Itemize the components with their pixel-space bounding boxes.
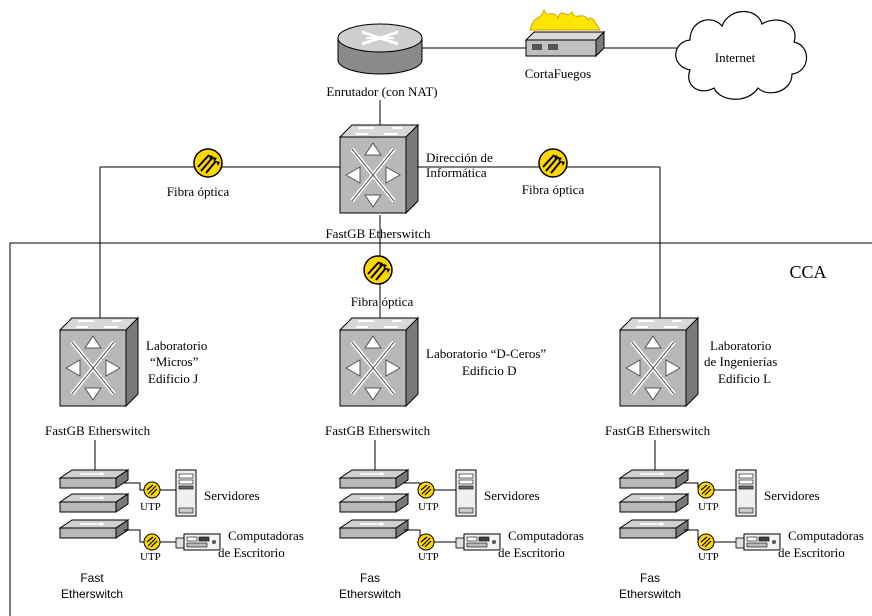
building-micros: Laboratorio “Micros” Edificio J FastGB E… <box>45 316 304 601</box>
desktops-label-line1: Computadoras <box>788 528 864 543</box>
connection-lines <box>9 47 872 616</box>
core-label-line1: Dirección de <box>426 150 493 165</box>
desktops-label-line2: de Escritorio <box>498 545 565 560</box>
firewall-label: CortaFuegos <box>525 66 591 81</box>
server-icon <box>175 469 197 517</box>
fiber-coupler-center-icon <box>363 255 393 285</box>
desktop-pc-icon <box>455 533 501 551</box>
desktops-label-line1: Computadoras <box>228 528 304 543</box>
building-label-line: Edificio J <box>148 371 198 386</box>
stack-switch <box>59 469 129 489</box>
lab-switch-caption: FastGB Etherswitch <box>325 423 431 438</box>
building-label-line: Laboratorio <box>146 338 207 353</box>
desktop-pc-icon <box>735 533 781 551</box>
desktops-label-line1: Computadoras <box>508 528 584 543</box>
stack-label-line2: Etherswitch <box>339 587 401 601</box>
stack-label-line1: Fast <box>80 571 104 585</box>
utp-coupler-icon <box>143 481 161 499</box>
utp-label: UTP <box>698 501 719 513</box>
core-label-line2: Informática <box>426 165 487 180</box>
firewall <box>524 8 606 58</box>
utp-label: UTP <box>140 501 161 513</box>
building-label-line: Edificio D <box>462 363 517 378</box>
fiber-right-label: Fibra óptica <box>522 182 585 197</box>
utp-coupler-icon <box>697 533 715 551</box>
campus-label: CCA <box>789 262 826 282</box>
fiber-center-label: Fibra óptica <box>351 294 414 309</box>
stack-label-line1: Fas <box>640 571 660 585</box>
lab-switch-caption: FastGB Etherswitch <box>45 423 151 438</box>
router-label: Enrutador (con NAT) <box>326 84 437 99</box>
utp-label: UTP <box>418 551 439 563</box>
building-label-line: “Micros” <box>150 354 199 369</box>
router <box>337 23 423 75</box>
stack-switch <box>339 493 409 513</box>
stack-switch <box>619 519 689 539</box>
utp-coupler-icon <box>697 481 715 499</box>
desktops-label-line2: de Escritorio <box>218 545 285 560</box>
servers-label: Servidores <box>204 488 260 503</box>
building-d-ceros: Laboratorio “D-Ceros” Edificio D FastGB … <box>325 316 584 601</box>
server-icon <box>455 469 477 517</box>
fiber-coupler-right-icon <box>538 148 568 178</box>
stack-label-line1: Fas <box>360 571 380 585</box>
servers-label: Servidores <box>484 488 540 503</box>
stack-switch <box>619 469 689 489</box>
desktop-pc-icon <box>175 533 221 551</box>
fiber-left-label: Fibra óptica <box>167 184 230 199</box>
utp-label: UTP <box>418 501 439 513</box>
lab-switch <box>618 316 700 408</box>
building-label-line: Edificio L <box>718 371 771 386</box>
building-label-line: Laboratorio “D-Ceros” <box>426 346 546 361</box>
building-label-line: Laboratorio <box>710 338 771 353</box>
core-switch-caption: FastGB Etherswitch <box>325 226 431 241</box>
core-switch <box>338 123 420 215</box>
internet-label: Internet <box>715 50 756 65</box>
stack-switch <box>339 519 409 539</box>
utp-coupler-icon <box>143 533 161 551</box>
stack-switch <box>59 493 129 513</box>
lab-switch <box>338 316 420 408</box>
stack-label-line2: Etherswitch <box>61 587 123 601</box>
stack-switch <box>339 469 409 489</box>
fiber-coupler-left-icon <box>193 148 223 178</box>
desktops-label-line2: de Escritorio <box>778 545 845 560</box>
building-ingenierias: Laboratorio de Ingenierías Edificio L Fa… <box>605 316 864 601</box>
lab-switch-caption: FastGB Etherswitch <box>605 423 711 438</box>
lab-switch <box>58 316 140 408</box>
stack-label-line2: Etherswitch <box>619 587 681 601</box>
stack-switch <box>59 519 129 539</box>
servers-label: Servidores <box>764 488 820 503</box>
utp-label: UTP <box>140 551 161 563</box>
utp-coupler-icon <box>417 533 435 551</box>
stack-switch <box>619 493 689 513</box>
internet-cloud <box>675 11 808 100</box>
server-icon <box>735 469 757 517</box>
building-label-line: de Ingenierías <box>704 354 777 369</box>
utp-label: UTP <box>698 551 719 563</box>
utp-coupler-icon <box>417 481 435 499</box>
